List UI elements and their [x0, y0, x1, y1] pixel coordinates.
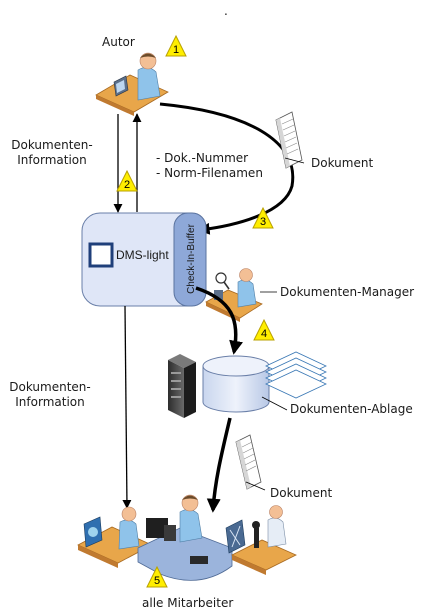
archive-label: Dokumenten-Ablage [290, 402, 413, 416]
step-1-number: 1 [173, 44, 179, 56]
archive-leader [261, 396, 288, 411]
document-icon [275, 111, 303, 169]
document-leader-bottom [245, 481, 266, 491]
arrow-archive-to-staff [206, 417, 232, 513]
step-4-marker [253, 318, 275, 341]
manager-workstation [205, 268, 263, 322]
top-dot: . [224, 4, 228, 18]
check-in-buffer-label: Check-In-Buffer [186, 223, 197, 294]
arrow-buffer-to-archive [195, 286, 243, 355]
author-workstation [95, 52, 169, 116]
doc-info-top-label: Dokumenten- Information [4, 138, 100, 168]
document-icon-bottom [235, 434, 262, 490]
step-3-number: 3 [260, 216, 266, 228]
arrow-document-to-buffer [159, 102, 295, 235]
document-label-bottom: Dokument [270, 486, 333, 500]
step-5-marker [146, 565, 168, 588]
step-1-marker [165, 34, 187, 57]
staff-workstations [77, 494, 297, 581]
document-label-top: Dokument [311, 156, 374, 170]
dms-logo-icon [88, 242, 114, 268]
server-icon [168, 354, 196, 418]
dms-light-label: DMS-light [116, 248, 169, 262]
doc-info-bottom-line2: Information [15, 395, 85, 409]
step-3-marker [252, 206, 274, 229]
arrow-dms-to-staff [122, 305, 132, 509]
doc-info-bottom-line1: Dokumenten- [9, 380, 91, 394]
step-4-number: 4 [261, 328, 267, 340]
doc-info-top-line2: Information [17, 153, 87, 167]
manager-label: Dokumenten-Manager [280, 285, 415, 299]
dms-light-box [81, 212, 207, 307]
document-stack-icon [265, 351, 327, 399]
doc-info-top-line1: Dokumenten- [11, 138, 93, 152]
step-5-number: 5 [154, 575, 160, 587]
step-2-marker [116, 169, 138, 192]
norm-filename-label: - Norm-Filenamen [156, 166, 263, 180]
doc-number-label: - Dok.-Nummer [156, 151, 249, 165]
doc-info-bottom-label: Dokumenten- Information [2, 380, 98, 410]
step-2-number: 2 [124, 179, 130, 191]
archive-cylinder [202, 355, 270, 413]
all-staff-label: alle Mitarbeiter [142, 596, 234, 610]
document-leader-top [284, 157, 305, 164]
author-label: Autor [102, 35, 135, 49]
